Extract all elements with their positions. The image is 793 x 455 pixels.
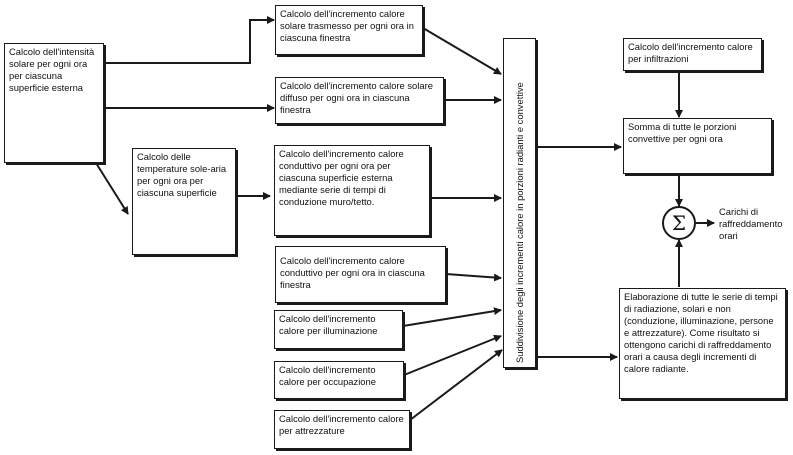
node-equipment-gain: Calcolo dell'incremento calore per attre…: [274, 410, 410, 449]
summation-circle: [662, 206, 696, 240]
node-conductive-wall-gain: Calcolo dell'incremento calore conduttiv…: [274, 145, 430, 236]
summation-symbol: Σ: [672, 211, 686, 235]
arrow-occupancy-to-split: [403, 334, 502, 376]
node-occupancy-gain: Calcolo dell'incremento calore per occup…: [274, 361, 404, 399]
node-convective-sum: Somma di tutte le porzioni convettive pe…: [623, 118, 772, 174]
arrow-intensity-to-solair: [95, 162, 129, 215]
node-transmitted-solar-gain: Calcolo dell'incremento calore solare tr…: [275, 5, 423, 55]
node-radiant-time-series-processing: Elaborazione di tutte le serie di tempi …: [619, 288, 786, 399]
arrow-intensity-to-transmitted: [104, 16, 275, 64]
arrow-lighting-to-split: [402, 307, 502, 327]
arrow-conductive-window-to-split: [445, 273, 502, 282]
arrow-equipment-to-split: [409, 349, 503, 421]
node-infiltration-gain: Calcolo dell'incremento calore per infil…: [623, 38, 762, 71]
node-sol-air-temperature: Calcolo delle temperature sole-aria per …: [132, 148, 236, 255]
node-diffuse-solar-gain: Calcolo dell'incremento calore solare di…: [275, 77, 444, 124]
node-conductive-window-gain: Calcolo dell'incremento calore conduttiv…: [275, 246, 446, 303]
node-lighting-gain: Calcolo dell'incremento calore per illum…: [274, 310, 403, 349]
node-solar-intensity: Calcolo dell'intensità solare per ogni o…: [4, 43, 104, 163]
node-radiant-convective-split: Suddivisione degli incrementi calore in …: [503, 38, 536, 368]
arrow-transmitted-to-split: [422, 27, 502, 75]
hourly-cooling-loads-label: Carichi di raffreddamento orari: [719, 206, 783, 241]
